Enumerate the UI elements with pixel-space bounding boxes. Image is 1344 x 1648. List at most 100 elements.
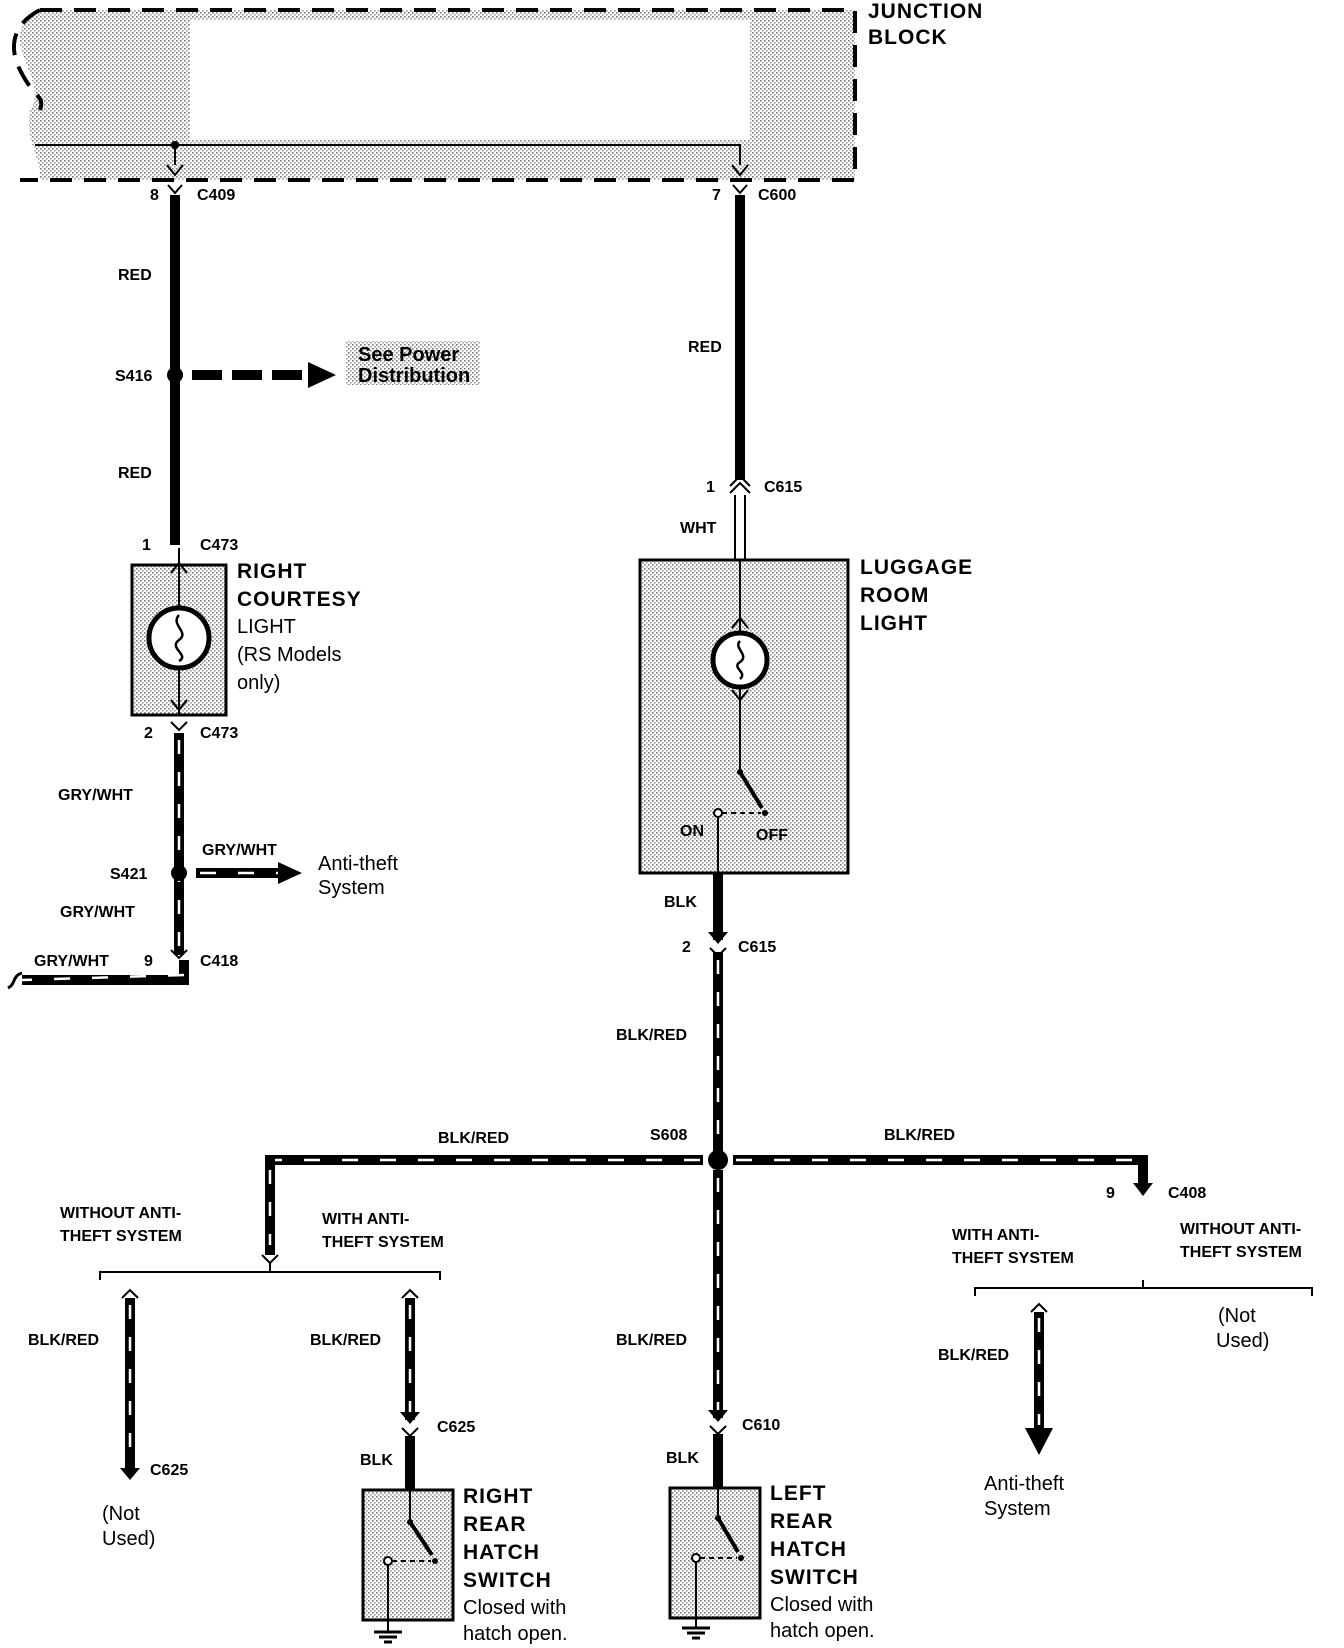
power-ref-line1: See Power xyxy=(358,344,459,366)
wire-exit-c418 xyxy=(22,960,189,985)
splice-s421 xyxy=(171,865,187,881)
opt-with-right-line2: THEFT SYSTEM xyxy=(952,1250,1074,1267)
junction-block: JUNCTION BLOCK xyxy=(12,0,983,182)
opt-without-right-line1: WITHOUT ANTI- xyxy=(1180,1221,1301,1238)
splice-s608-label: S608 xyxy=(650,1127,687,1144)
wire-label-b: BLK/RED xyxy=(310,1332,381,1349)
left-rear-hatch-switch-box xyxy=(668,1486,762,1620)
wire-blk-red-right-bus xyxy=(733,1155,1148,1185)
switch-on-label: ON xyxy=(680,823,704,840)
arrow-to-antitheft xyxy=(278,862,302,884)
c615-top-pin: 1 xyxy=(706,479,715,496)
luggage-lamp-bulb-icon xyxy=(710,630,770,690)
luggage-light-name-2: ROOM xyxy=(860,584,929,607)
splice-s416-label: S416 xyxy=(115,368,152,385)
junction-block-label-line1: JUNCTION xyxy=(868,0,983,23)
wire-label-red-2: RED xyxy=(118,465,152,482)
wire-label-a: BLK/RED xyxy=(28,1332,99,1349)
right-hatch-switch-icon xyxy=(408,1520,434,1557)
power-ref-line2: Distribution xyxy=(358,365,470,387)
ground-icon-right-hatch xyxy=(374,1630,402,1644)
wire-label-wht: WHT xyxy=(680,520,717,537)
c418-pin: 9 xyxy=(144,953,153,970)
right-hatch-name-4: SWITCH xyxy=(463,1569,552,1592)
splice-s421-label: S421 xyxy=(110,866,147,883)
not-used-right-line1: (Not xyxy=(1218,1305,1256,1327)
wire-label-blk-1: BLK xyxy=(664,894,697,911)
antitheft-dest-line1: Anti-theft xyxy=(318,853,398,875)
wire-label-grywht-2: GRY/WHT xyxy=(60,904,135,921)
opt-with-line1: WITH ANTI- xyxy=(322,1211,409,1228)
c408-label: C408 xyxy=(1168,1185,1206,1202)
right-hatch-name-1: RIGHT xyxy=(463,1485,533,1508)
antitheft-dest2-line1: Anti-theft xyxy=(984,1473,1064,1495)
conn-b-label: C625 xyxy=(437,1419,475,1436)
left-hatch-note-2: hatch open. xyxy=(770,1620,875,1642)
c418-label: C418 xyxy=(200,953,238,970)
right-branch: 7 C600 RED 1 C615 WHT ON OFF LUGGAGE ROO… xyxy=(265,184,1153,1255)
conn-a-label: C625 xyxy=(150,1462,188,1479)
ground-icon-left-hatch xyxy=(682,1626,710,1640)
wire-label-b-blk: BLK xyxy=(360,1452,393,1469)
branch-wire-label: GRY/WHT xyxy=(202,842,277,859)
c473-bottom-pin: 2 xyxy=(144,725,153,742)
luggage-switch-icon xyxy=(738,770,764,810)
c615-bottom-label: C615 xyxy=(738,939,776,956)
left-branch: 8 C409 RED S416 See Power Distribution R… xyxy=(7,184,480,990)
c409-label: C409 xyxy=(197,187,235,204)
arrow-to-antitheft-2 xyxy=(1025,1428,1053,1455)
left-hatch-name-3: HATCH xyxy=(770,1538,847,1561)
right-hatch-note-1: Closed with xyxy=(463,1597,566,1619)
opt-without-line2: THEFT SYSTEM xyxy=(60,1228,182,1245)
junction-block-label-line2: BLOCK xyxy=(868,26,948,49)
left-hatch-name-4: SWITCH xyxy=(770,1566,859,1589)
c610-label: C610 xyxy=(742,1417,780,1434)
antitheft-dest-line2: System xyxy=(318,877,385,899)
wire-label-left-bus: BLK/RED xyxy=(438,1130,509,1147)
opt-without-right-line2: THEFT SYSTEM xyxy=(1180,1244,1302,1261)
bottom-left-group: WITHOUT ANTI- THEFT SYSTEM WITH ANTI- TH… xyxy=(28,1205,568,1645)
courtesy-light-name-3: LIGHT xyxy=(237,616,296,638)
wire-label-red-3: RED xyxy=(688,339,722,356)
courtesy-light-name-2: COURTESY xyxy=(237,588,362,611)
c615-bottom-pin: 2 xyxy=(682,939,691,956)
bottom-center-group: BLK/RED C610 BLK LEFT REAR HATCH SWITCH … xyxy=(616,1170,875,1642)
exit-wire-label: GRY/WHT xyxy=(34,953,109,970)
switch-off-label: OFF xyxy=(756,827,788,844)
c600-pin: 7 xyxy=(712,187,721,204)
right-hatch-name-2: REAR xyxy=(463,1513,527,1536)
bottom-right-group: 9 C408 WITH ANTI- THEFT SYSTEM WITHOUT A… xyxy=(938,1185,1313,1520)
center-wire-blk-label: BLK xyxy=(666,1450,699,1467)
courtesy-light-name-1: RIGHT xyxy=(237,560,307,583)
connector-c615-top xyxy=(729,481,751,494)
opt-without-line1: WITHOUT ANTI- xyxy=(60,1205,181,1222)
splice-s608 xyxy=(708,1150,728,1170)
wire-label-right-bus: BLK/RED xyxy=(884,1127,955,1144)
c473-top-label: C473 xyxy=(200,537,238,554)
connector-c409 xyxy=(167,184,183,195)
courtesy-light-name-4: (RS Models xyxy=(237,644,341,666)
c473-top-pin: 1 xyxy=(142,537,151,554)
right-hatch-note-2: hatch open. xyxy=(463,1623,568,1645)
not-used-a-line1: (Not xyxy=(102,1503,140,1525)
luggage-room-light-box xyxy=(638,558,850,875)
courtesy-lamp-bulb-icon xyxy=(146,605,212,671)
left-hatch-name-1: LEFT xyxy=(770,1482,827,1505)
wire-label-red-1: RED xyxy=(118,267,152,284)
wire-label-grywht-1: GRY/WHT xyxy=(58,787,133,804)
right-hatch-name-3: HATCH xyxy=(463,1541,540,1564)
wire-blk-red-left-bus xyxy=(265,1155,703,1255)
left-hatch-name-2: REAR xyxy=(770,1510,834,1533)
opt-with-line2: THEFT SYSTEM xyxy=(322,1234,444,1251)
antitheft-dest2-line2: System xyxy=(984,1498,1051,1520)
luggage-light-name-3: LIGHT xyxy=(860,612,928,635)
option-bracket-right xyxy=(974,1287,1313,1296)
wire-label-blkred-main: BLK/RED xyxy=(616,1027,687,1044)
not-used-right-line2: Used) xyxy=(1216,1330,1269,1352)
center-wire-label: BLK/RED xyxy=(616,1332,687,1349)
luggage-light-name-1: LUGGAGE xyxy=(860,556,973,579)
right-rear-hatch-switch-box xyxy=(361,1488,455,1622)
c600-label: C600 xyxy=(758,187,796,204)
courtesy-light-name-5: only) xyxy=(237,672,280,694)
